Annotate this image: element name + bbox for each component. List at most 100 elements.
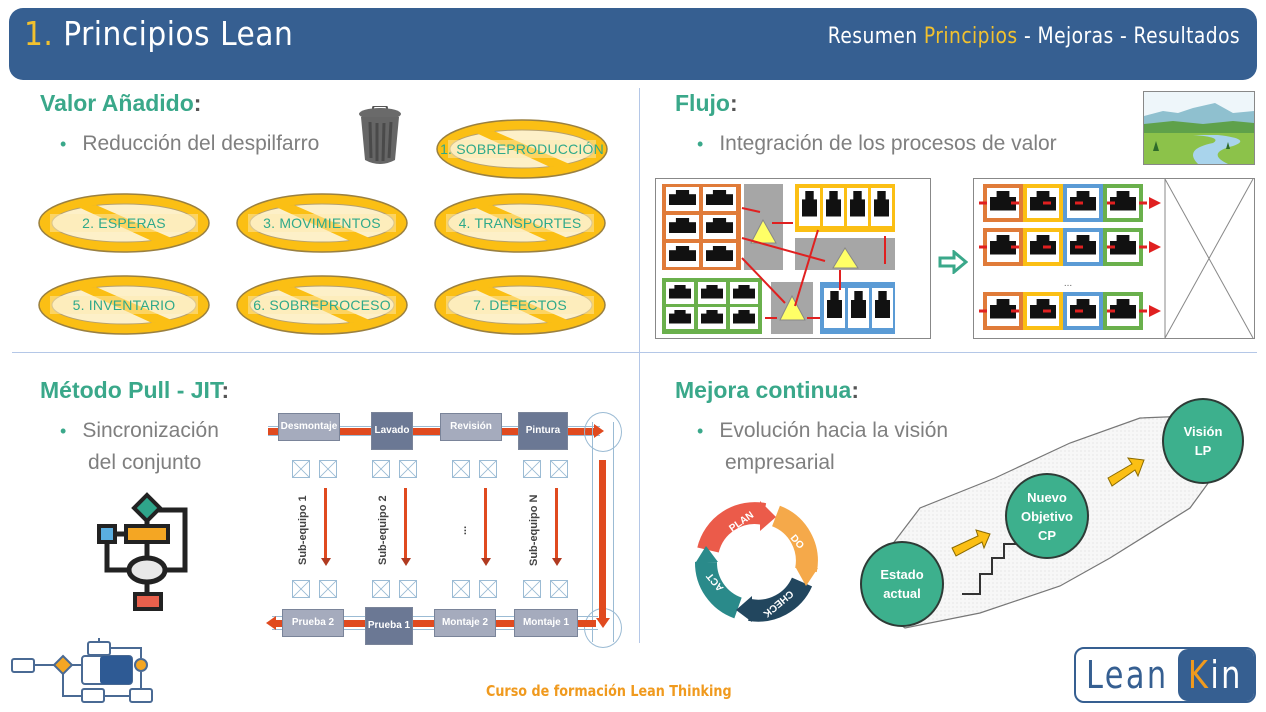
top-flow-arrow xyxy=(268,428,596,435)
pull-bullet-line2: del conjunto xyxy=(88,451,202,474)
prohibited-icon xyxy=(436,119,608,179)
right-flow-arrow xyxy=(599,460,606,620)
waste-label: 4. TRANSPORTES xyxy=(458,215,582,231)
logo-kin-box: Kin xyxy=(1178,649,1254,701)
stage-estado-actual: Estado actual xyxy=(860,541,944,627)
logo-in-text: in xyxy=(1210,653,1243,697)
waste-label: 7. DEFECTOS xyxy=(473,297,567,313)
waste-item: 2. ESPERAS xyxy=(36,192,212,254)
process-prueba-2: Prueba 2 xyxy=(282,609,344,637)
prohibited-icon xyxy=(434,275,606,335)
breadcrumb-rest: - Mejoras - Resultados xyxy=(1017,24,1240,49)
kanban-box xyxy=(372,580,390,598)
mejora-title: Mejora continua: xyxy=(675,377,859,404)
waste-label: 6. SOBREPROCESO xyxy=(253,297,391,313)
flujo-title: Flujo: xyxy=(675,90,738,117)
title-text: Principios Lean xyxy=(63,14,294,53)
subteam-label: Sub-equipo N xyxy=(528,494,540,566)
kanban-box xyxy=(319,460,337,478)
waste-item: 6. SOBREPROCESO xyxy=(234,274,410,336)
process-flow-icon xyxy=(10,634,160,711)
flujo-bullet: • Integración de los procesos de valor xyxy=(697,128,1057,160)
process-pintura: Pintura xyxy=(518,412,568,450)
valor-colon: : xyxy=(193,90,202,116)
pull-bullet-line1: Sincronización xyxy=(82,419,219,442)
mejora-bullet: •Evolución hacia la visión empresarial xyxy=(697,415,948,478)
waste-item: 1. SOBREPRODUCCIÓN xyxy=(434,118,610,180)
kanban-box xyxy=(319,580,337,598)
section-breadcrumb: Resumen Principios - Mejoras - Resultado… xyxy=(828,24,1240,49)
pdca-check-segment xyxy=(748,577,813,622)
right-flow-lane xyxy=(592,422,614,642)
prohibited-icon xyxy=(434,193,606,253)
vertical-divider xyxy=(639,88,640,643)
waste-label: 2. ESPERAS xyxy=(82,215,166,231)
kanban-box xyxy=(452,580,470,598)
pdca-cycle-icon: PLAN DO CHECK ACT xyxy=(692,500,822,629)
functional-layout-diagram xyxy=(655,178,931,345)
pull-colon: : xyxy=(221,377,230,403)
logo-k-letter: K xyxy=(1188,653,1211,697)
kanban-box xyxy=(550,460,568,478)
mejora-bullet-line2: empresarial xyxy=(725,451,835,474)
bullet-dot: • xyxy=(60,421,67,441)
flujo-colon: : xyxy=(729,90,738,116)
waste-item: 4. TRANSPORTES xyxy=(432,192,608,254)
kanban-box xyxy=(550,580,568,598)
pull-bullet: • Sincronización del conjunto xyxy=(60,415,219,478)
process-montaje-2: Montaje 2 xyxy=(434,609,496,637)
subteam-label: Sub-equipo 2 xyxy=(377,495,389,565)
prohibited-icon xyxy=(236,193,408,253)
course-footer: Curso de formación Lean Thinking xyxy=(486,682,732,700)
subteam-arrow xyxy=(555,488,558,560)
kanban-box xyxy=(479,460,497,478)
subteam-arrow xyxy=(404,488,407,560)
subteam-arrow xyxy=(401,558,411,566)
pdca-act-segment xyxy=(695,561,743,619)
mejora-title-text: Mejora continua xyxy=(675,377,852,403)
mejora-colon: : xyxy=(851,377,860,403)
stage-vision-lp: Visión LP xyxy=(1162,398,1244,484)
pull-production-diagram: Desmontaje Lavado Revisión Pintura Sub-e… xyxy=(266,412,622,648)
kanban-box xyxy=(523,460,541,478)
waste-item: 3. MOVIMIENTOS xyxy=(234,192,410,254)
landscape-river-icon xyxy=(1143,91,1255,170)
waste-item: 5. INVENTARIO xyxy=(36,274,212,336)
process-revision: Revisión xyxy=(440,413,502,441)
waste-label: 5. INVENTARIO xyxy=(72,297,176,313)
prohibited-icon xyxy=(38,193,210,253)
subteam-arrow xyxy=(321,558,331,566)
title-number: 1. xyxy=(24,14,54,53)
top-right-junction xyxy=(584,412,622,452)
transform-arrow-icon xyxy=(938,248,969,279)
logo-lean-text: Lean xyxy=(1086,653,1169,697)
top-flow-lane xyxy=(268,426,600,436)
kanban-box xyxy=(399,580,417,598)
kanban-box xyxy=(372,460,390,478)
kanban-box xyxy=(452,460,470,478)
bullet-dot: • xyxy=(697,134,704,154)
valor-title: Valor Añadido: xyxy=(40,90,201,117)
pull-title: Método Pull - JIT: xyxy=(40,377,229,404)
prohibited-icon xyxy=(38,275,210,335)
header-bar xyxy=(9,8,1257,80)
subteam-arrow xyxy=(484,488,487,560)
waste-item: 7. DEFECTOS xyxy=(432,274,608,336)
flujo-bullet-text: Integración de los procesos de valor xyxy=(719,132,1057,155)
valor-bullet: • Reducción del despilfarro xyxy=(60,128,319,160)
flujo-title-text: Flujo xyxy=(675,90,730,116)
bottom-arrow-head xyxy=(266,616,276,630)
right-arrow-head xyxy=(596,618,610,628)
kanban-box xyxy=(479,580,497,598)
valor-bullet-text: Reducción del despilfarro xyxy=(82,132,320,155)
bullet-dot: • xyxy=(60,134,67,154)
kanban-box xyxy=(523,580,541,598)
kanban-box xyxy=(292,580,310,598)
breadcrumb-resumen: Resumen xyxy=(827,24,924,49)
prohibited-icon xyxy=(236,275,408,335)
mejora-bullet-line1: Evolución hacia la visión xyxy=(719,419,949,442)
leankin-logo: Lean Kin xyxy=(1074,647,1256,703)
waste-label: 3. MOVIMIENTOS xyxy=(263,215,381,231)
process-prueba-1: Prueba 1 xyxy=(365,607,413,645)
pull-title-text: Método Pull - JIT xyxy=(40,377,222,403)
